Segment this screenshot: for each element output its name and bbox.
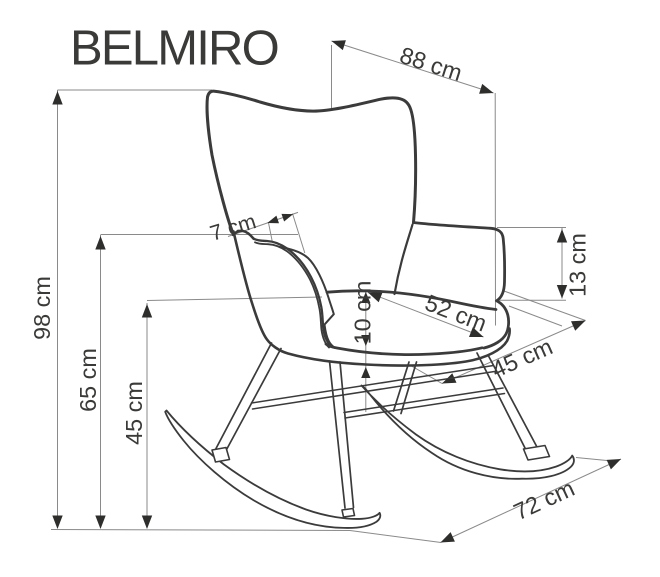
- svg-text:98 cm: 98 cm: [29, 276, 55, 340]
- svg-text:10 cm: 10 cm: [350, 281, 376, 345]
- svg-text:13 cm: 13 cm: [565, 233, 591, 297]
- svg-text:BELMIRO: BELMIRO: [70, 22, 278, 76]
- svg-text:45 cm: 45 cm: [121, 381, 147, 445]
- svg-text:65 cm: 65 cm: [75, 348, 101, 412]
